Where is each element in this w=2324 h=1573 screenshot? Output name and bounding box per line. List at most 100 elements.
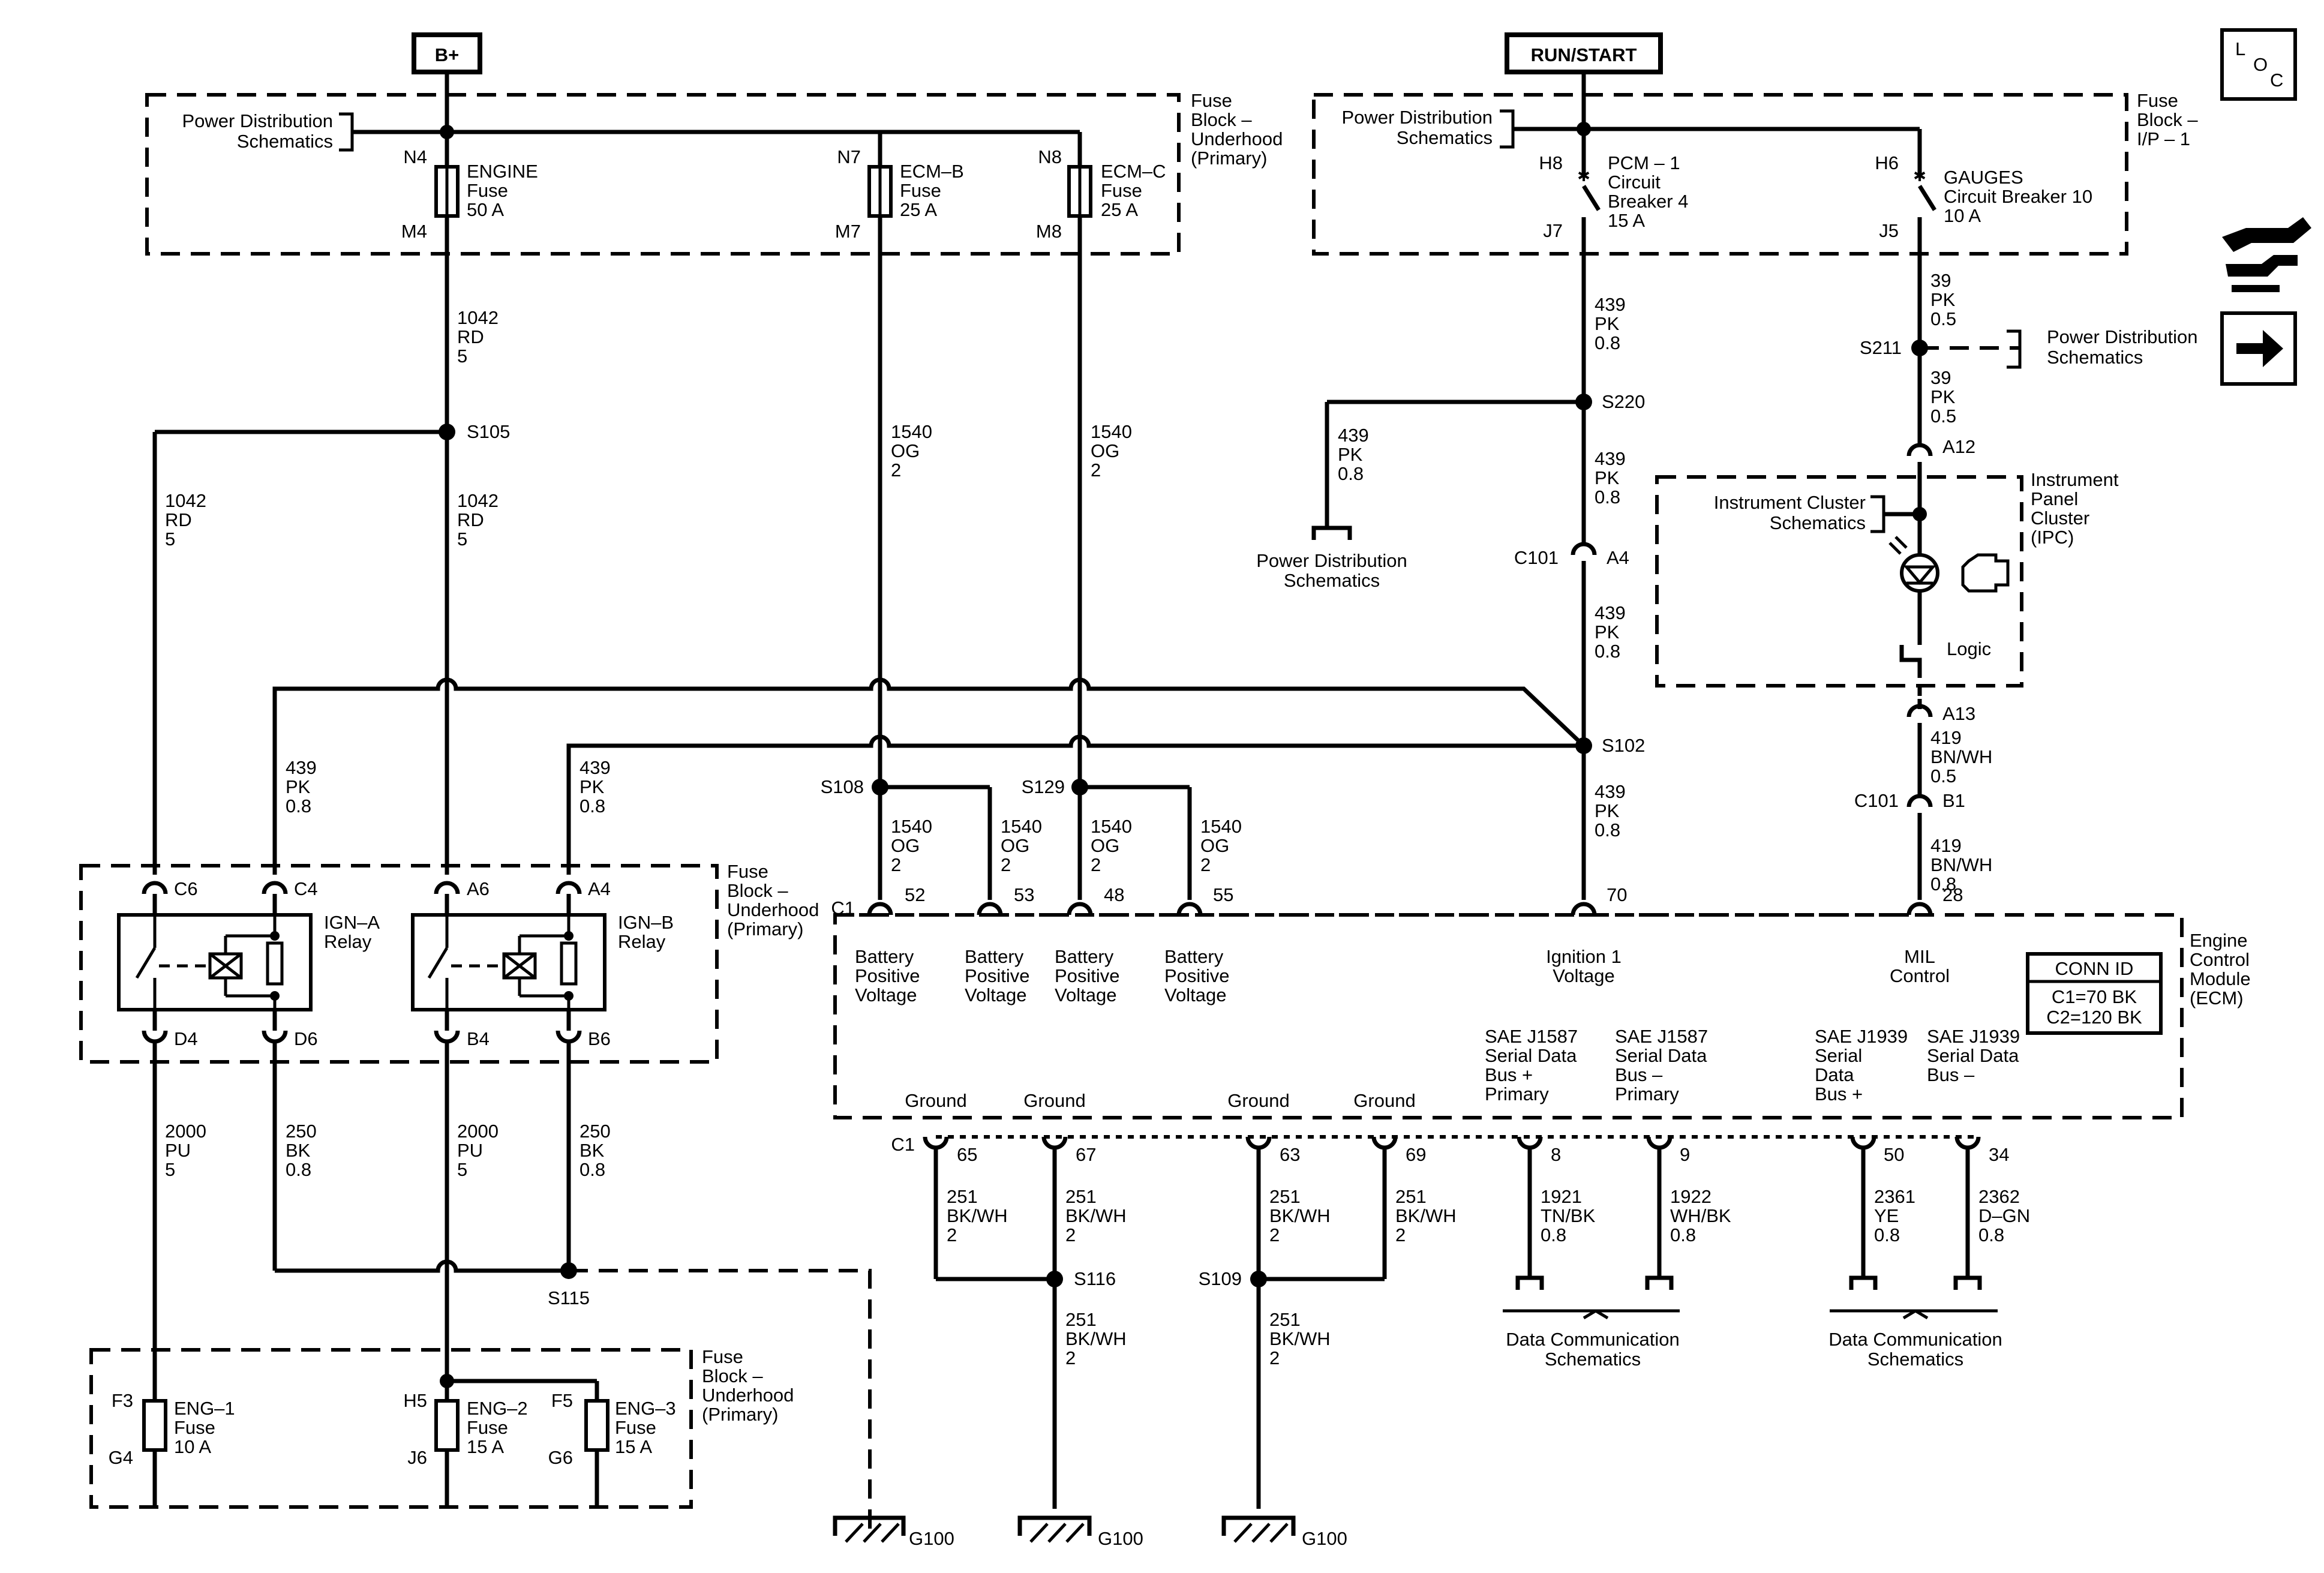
svg-text:2: 2 <box>1091 460 1101 481</box>
svg-text:439: 439 <box>1595 602 1626 623</box>
svg-text:0.8: 0.8 <box>1670 1224 1696 1245</box>
svg-text:1042: 1042 <box>165 490 206 511</box>
svg-text:0.8: 0.8 <box>1874 1224 1900 1245</box>
svg-text:OG: OG <box>1091 835 1119 856</box>
svg-text:0.8: 0.8 <box>1595 487 1620 508</box>
svg-text:Power Distribution: Power Distribution <box>1256 550 1407 571</box>
svg-text:Ignition 1: Ignition 1 <box>1546 946 1622 967</box>
svg-text:G4: G4 <box>109 1447 133 1468</box>
svg-text:BK/WH: BK/WH <box>1065 1205 1127 1226</box>
svg-text:0.5: 0.5 <box>1930 766 1956 786</box>
svg-text:BK/WH: BK/WH <box>1269 1328 1331 1349</box>
svg-text:(Primary): (Primary) <box>1191 148 1267 169</box>
svg-text:65: 65 <box>957 1144 977 1165</box>
svg-text:25 A: 25 A <box>900 199 937 220</box>
svg-text:Fuse: Fuse <box>702 1346 743 1367</box>
svg-text:48: 48 <box>1104 884 1124 905</box>
fuse-block-underhood: Fuse Block – Underhood (Primary) Power D… <box>145 90 1283 256</box>
engine-fuse: N4 M4 ENGINE Fuse 50 A <box>401 132 538 242</box>
svg-text:Positive: Positive <box>1055 965 1120 986</box>
svg-text:251: 251 <box>947 1186 978 1207</box>
svg-text:Fuse: Fuse <box>467 180 508 201</box>
svg-text:Schematics: Schematics <box>1867 1349 1963 1370</box>
svg-text:2362: 2362 <box>1978 1186 2020 1207</box>
svg-text:439: 439 <box>1595 781 1626 802</box>
svg-text:9: 9 <box>1680 1144 1690 1165</box>
svg-text:439: 439 <box>1595 294 1626 315</box>
svg-text:Fuse: Fuse <box>727 861 768 882</box>
svg-text:Schematics: Schematics <box>1397 127 1493 148</box>
svg-text:Ground: Ground <box>905 1090 966 1111</box>
ground-g100-2: G100 <box>1017 1515 1143 1549</box>
svg-text:OG: OG <box>1091 440 1119 461</box>
svg-text:Underhood: Underhood <box>702 1385 794 1406</box>
svg-text:✱: ✱ <box>1913 167 1926 185</box>
svg-text:PK: PK <box>1338 444 1363 465</box>
svg-text:1042: 1042 <box>457 490 499 511</box>
svg-text:251: 251 <box>1065 1186 1097 1207</box>
svg-text:D–GN: D–GN <box>1978 1205 2030 1226</box>
svg-text:Battery: Battery <box>855 946 914 967</box>
connector-view-icon[interactable] <box>2222 217 2311 292</box>
svg-text:Voltage: Voltage <box>965 984 1026 1005</box>
svg-text:IGN–A: IGN–A <box>324 912 380 933</box>
svg-text:OG: OG <box>1001 835 1029 856</box>
ground-g100-3: G100 <box>1221 1515 1347 1549</box>
svg-text:Schematics: Schematics <box>2047 347 2143 368</box>
svg-text:Schematics: Schematics <box>1284 570 1380 591</box>
svg-text:PK: PK <box>1930 386 1956 407</box>
svg-text:PCM – 1: PCM – 1 <box>1608 152 1680 173</box>
svg-text:0.5: 0.5 <box>1930 406 1956 427</box>
svg-text:53: 53 <box>1014 884 1034 905</box>
svg-text:Fuse: Fuse <box>1101 180 1142 201</box>
svg-text:2000: 2000 <box>165 1121 206 1142</box>
svg-text:251: 251 <box>1269 1186 1301 1207</box>
svg-text:1540: 1540 <box>1001 816 1042 837</box>
svg-text:S109: S109 <box>1199 1268 1242 1289</box>
svg-text:SAE J1587: SAE J1587 <box>1485 1026 1578 1047</box>
svg-text:8: 8 <box>1551 1144 1561 1165</box>
svg-text:Instrument: Instrument <box>2031 469 2119 490</box>
svg-text:2000: 2000 <box>457 1121 499 1142</box>
bplus-box: B+ <box>412 32 482 74</box>
svg-text:1540: 1540 <box>891 816 932 837</box>
svg-text:G100: G100 <box>1302 1528 1347 1549</box>
ign-b-relay: IGN–B Relay <box>411 912 674 1011</box>
svg-text:Serial Data: Serial Data <box>1615 1045 1707 1066</box>
svg-text:Engine: Engine <box>2190 930 2248 951</box>
svg-text:A6: A6 <box>467 878 490 899</box>
ground-g100-1: G100 <box>833 1515 954 1549</box>
ecm-top-pins: C1 52 53 48 55 70 28 <box>831 884 1963 918</box>
svg-text:Serial Data: Serial Data <box>1927 1045 2019 1066</box>
svg-text:Underhood: Underhood <box>727 899 819 920</box>
svg-text:28: 28 <box>1942 884 1963 905</box>
svg-text:Serial: Serial <box>1815 1045 1862 1066</box>
bottom-fuse-block: Fuse Block – Underhood (Primary) F3 G4 E… <box>89 1346 794 1509</box>
svg-text:2: 2 <box>1091 854 1101 875</box>
fuse-block-ip: Fuse Block – I/P – 1 Power Distribution … <box>1312 90 2198 256</box>
loc-icon[interactable]: L O C <box>2220 28 2297 101</box>
svg-text:Breaker 4: Breaker 4 <box>1608 191 1688 212</box>
svg-text:N4: N4 <box>403 146 427 167</box>
svg-text:Circuit: Circuit <box>1608 172 1661 193</box>
svg-text:PK: PK <box>1595 467 1620 488</box>
svg-text:OG: OG <box>891 835 920 856</box>
svg-text:(Primary): (Primary) <box>702 1404 778 1425</box>
svg-text:Bus +: Bus + <box>1815 1083 1863 1104</box>
svg-text:0.8: 0.8 <box>1595 332 1620 353</box>
svg-text:2: 2 <box>1200 854 1211 875</box>
svg-text:250: 250 <box>286 1121 317 1142</box>
svg-text:S115: S115 <box>548 1287 590 1308</box>
next-page-arrow-icon[interactable] <box>2220 311 2297 386</box>
svg-text:2: 2 <box>1065 1224 1076 1245</box>
svg-text:Ground: Ground <box>1227 1090 1289 1111</box>
svg-text:BK: BK <box>286 1140 311 1161</box>
svg-text:5: 5 <box>457 346 467 367</box>
svg-text:Battery: Battery <box>1055 946 1114 967</box>
svg-text:39: 39 <box>1930 270 1951 291</box>
svg-text:Instrument Cluster: Instrument Cluster <box>1714 492 1866 513</box>
svg-text:C1: C1 <box>891 1134 915 1155</box>
svg-text:Underhood: Underhood <box>1191 128 1283 149</box>
svg-text:BN/WH: BN/WH <box>1930 746 1992 767</box>
svg-text:N8: N8 <box>1038 146 1062 167</box>
